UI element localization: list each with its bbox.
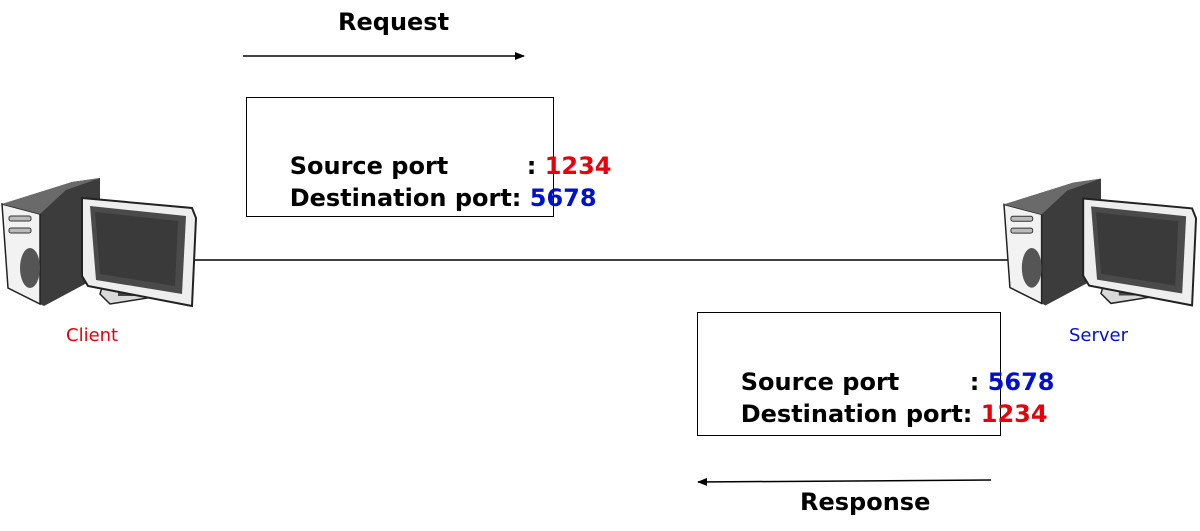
response-header-box — [697, 312, 1001, 436]
response-arrow — [697, 477, 992, 486]
response-source-port-value: 5678 — [987, 368, 1055, 396]
computer-icon — [1003, 178, 1198, 307]
response-title: Response — [800, 488, 931, 516]
request-dest-port-row: Destination port: 5678 — [273, 156, 597, 212]
request-title: Request — [338, 8, 450, 36]
request-source-port-row: Source port: 1234 — [273, 124, 612, 180]
request-source-port-label: Source port — [289, 152, 449, 180]
response-source-port-row: Source port: 5678 — [724, 340, 1055, 396]
response-dest-port-value: 1234 — [980, 400, 1048, 428]
request-header-box — [246, 97, 554, 217]
response-source-port-label: Source port — [740, 368, 900, 396]
request-source-port-value: 1234 — [544, 152, 612, 180]
client-label: Client — [66, 325, 119, 346]
request-source-port-separator: : — [526, 152, 537, 180]
server-label: Server — [1069, 325, 1129, 346]
computer-icon — [1, 178, 198, 308]
request-dest-port-label: Destination port: — [289, 184, 522, 212]
request-dest-port-value: 5678 — [529, 184, 597, 212]
response-dest-port-row: Destination port: 1234 — [724, 372, 1048, 428]
response-dest-port-label: Destination port: — [740, 400, 973, 428]
response-source-port-separator: : — [969, 368, 980, 396]
